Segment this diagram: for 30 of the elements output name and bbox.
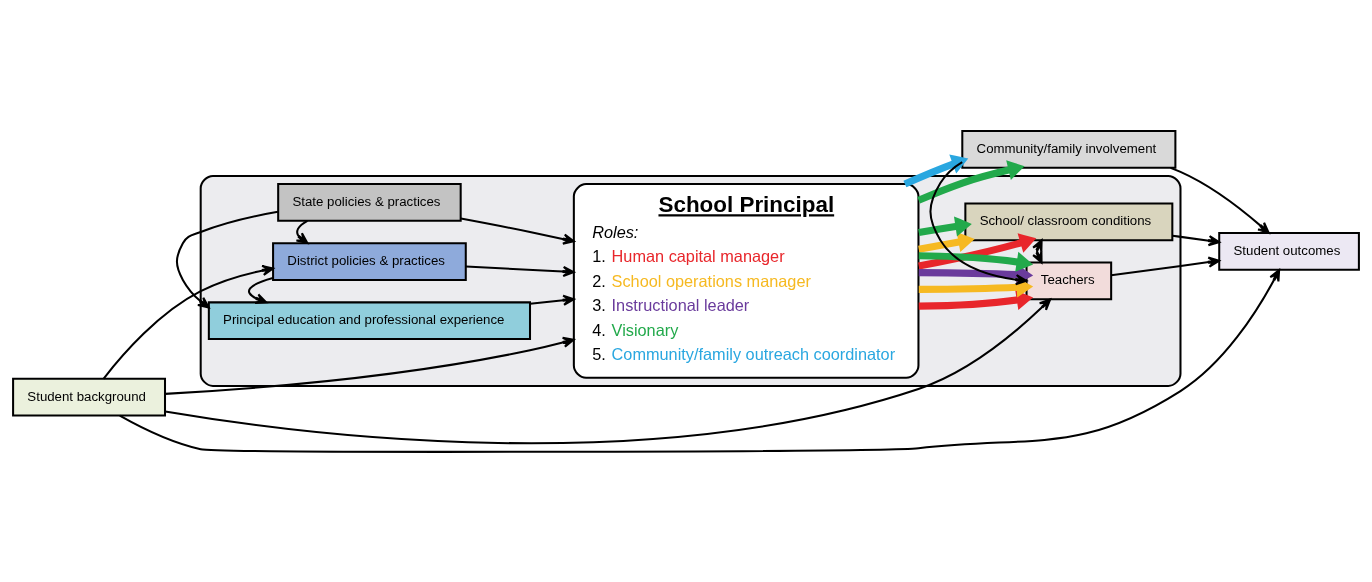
node-box: State policies & practices xyxy=(277,182,462,222)
arrow xyxy=(248,276,274,304)
cluster xyxy=(199,174,1182,387)
arrow xyxy=(1172,234,1221,246)
arrow xyxy=(102,264,275,379)
node-box: Principal education and professional experience xyxy=(207,300,532,340)
node-box: Student outcomes xyxy=(1218,231,1360,271)
arrow xyxy=(1111,256,1221,276)
arrow xyxy=(165,336,575,395)
arrow xyxy=(1032,238,1043,263)
arrow xyxy=(119,268,1281,453)
node-box: Teachers xyxy=(1025,261,1113,300)
arrow xyxy=(530,294,575,306)
arrow xyxy=(1170,166,1270,234)
arrow xyxy=(918,231,975,253)
arrow xyxy=(918,289,1034,310)
arrow xyxy=(460,217,575,245)
node-box: School Principal Roles: 1. Human capital manager 2. School operations manager 3. Instructional leader 4. Visionary 5. Community/family outreach coordinator xyxy=(572,182,920,379)
arrow xyxy=(465,265,575,277)
arrow xyxy=(918,251,1034,272)
node-box: District policies & practices xyxy=(272,241,467,281)
arrow xyxy=(917,159,1025,204)
node-box: Student background xyxy=(12,377,167,417)
arrow xyxy=(903,154,969,187)
node-box: Community/family involvement xyxy=(961,129,1177,169)
arrow xyxy=(918,215,972,236)
arrow xyxy=(175,210,279,308)
arrow xyxy=(295,219,309,244)
arrow xyxy=(929,160,1028,285)
node-box: School/ classroom conditions xyxy=(964,201,1174,241)
